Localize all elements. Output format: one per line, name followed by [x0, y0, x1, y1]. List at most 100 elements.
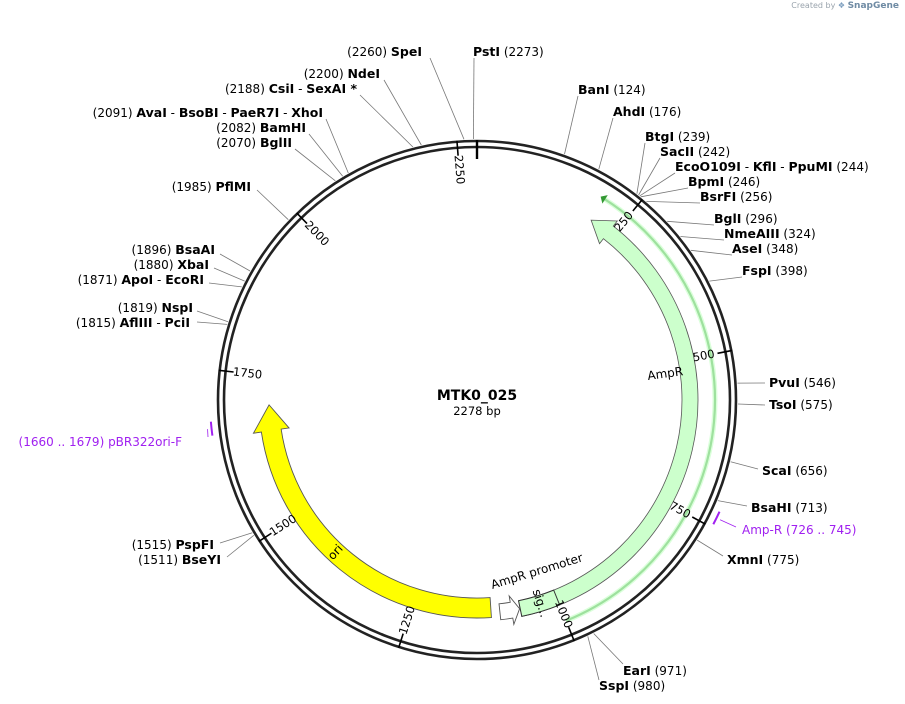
site-separator: -	[279, 106, 291, 120]
site-nmeaiii[interactable]: NmeAIII (324)	[724, 226, 816, 241]
site-avai-bsobi-paer7i-xhoi[interactable]: (2091) AvaI - BsoBI - PaeR7I - XhoI	[93, 105, 323, 120]
enzyme-name: AhdI	[613, 104, 645, 119]
site-xbai[interactable]: (1880) XbaI	[134, 257, 209, 272]
plasmid-length: 2278 bp	[453, 404, 501, 418]
tick-mark	[296, 212, 308, 225]
site-leader-line	[667, 220, 715, 226]
site-label[interactable]: (2200) NdeI	[304, 66, 380, 81]
site-ahdi[interactable]: AhdI (176)	[613, 104, 681, 119]
site-label[interactable]: (2082) BamHI	[216, 120, 306, 135]
site-label[interactable]: BsaHI (713)	[751, 500, 828, 515]
site-label[interactable]: (2188) CsiI - SexAI *	[225, 81, 357, 96]
site-label[interactable]: (1819) NspI	[118, 300, 193, 315]
site-position: (348)	[762, 242, 798, 256]
site-sspi[interactable]: SspI (980)	[599, 678, 665, 693]
site-bsrfi[interactable]: BsrFI (256)	[700, 189, 772, 204]
site-csii-sexai[interactable]: (2188) CsiI - SexAI *	[225, 81, 357, 96]
site-label[interactable]: (1985) PflMI	[172, 179, 251, 194]
site-ecoo109i-kfli-ppumi[interactable]: EcoO109I - KflI - PpuMI (244)	[675, 159, 869, 174]
site-label[interactable]: (2091) AvaI - BsoBI - PaeR7I - XhoI	[93, 105, 323, 120]
site-spei[interactable]: (2260) SpeI	[347, 44, 422, 59]
site-label[interactable]: (1871) ApoI - EcoRI	[78, 272, 204, 287]
enzyme-name: BsaAI	[175, 242, 215, 257]
site-position: (971)	[651, 664, 687, 678]
ampr-feature[interactable]	[518, 219, 699, 617]
site-bsaai[interactable]: (1896) BsaAI	[132, 242, 215, 257]
site-position: (1515)	[132, 538, 172, 552]
site-bani[interactable]: BanI (124)	[578, 82, 646, 97]
site-label[interactable]: PstI (2273)	[473, 44, 544, 59]
primer-label[interactable]: Amp-R (726 .. 745)	[742, 523, 856, 537]
site-asei[interactable]: AseI (348)	[732, 241, 798, 256]
site-position: (2273)	[500, 45, 544, 59]
site-label[interactable]: EcoO109I - KflI - PpuMI (244)	[675, 159, 869, 174]
ori-feature[interactable]	[252, 404, 492, 619]
site-label[interactable]: AseI (348)	[732, 241, 798, 256]
site-label[interactable]: BsrFI (256)	[700, 189, 772, 204]
site-label[interactable]: (1896) BsaAI	[132, 242, 215, 257]
site-eari[interactable]: EarI (971)	[623, 663, 687, 678]
tick-label: 750	[667, 498, 693, 521]
site-fspi[interactable]: FspI (398)	[742, 263, 808, 278]
site-label[interactable]: NmeAIII (324)	[724, 226, 816, 241]
ampr-promoter-feature[interactable]	[498, 594, 521, 627]
site-label[interactable]: (2070) BglII	[216, 135, 292, 150]
site-separator: -	[294, 82, 306, 96]
site-label[interactable]: (2260) SpeI	[347, 44, 422, 59]
site-pspfi[interactable]: (1515) PspFI	[132, 537, 214, 552]
credit-prefix: Created by	[791, 1, 836, 10]
primers-layer[interactable]: (1660 .. 1679) pBR322ori-F Amp-R (726 .. …	[19, 421, 857, 537]
site-label[interactable]: (1815) AflIII - PciI	[76, 315, 190, 330]
site-ndei[interactable]: (2200) NdeI	[304, 66, 380, 81]
site-label[interactable]: SacII (242)	[660, 144, 730, 159]
site-bgli[interactable]: BglI (296)	[714, 211, 778, 226]
orf-arrowhead	[600, 195, 608, 204]
site-label[interactable]: PvuI (546)	[769, 375, 836, 390]
enzyme-name: PvuI	[769, 375, 800, 390]
primer-amp-r[interactable]: Amp-R (726 .. 745)	[712, 511, 856, 537]
site-label[interactable]: BglI (296)	[714, 211, 778, 226]
site-label[interactable]: BpmI (246)	[688, 174, 760, 189]
enzyme-name: BglII	[260, 135, 292, 150]
site-label[interactable]: ScaI (656)	[762, 463, 828, 478]
site-label[interactable]: FspI (398)	[742, 263, 808, 278]
primer-pbr322ori-f[interactable]: (1660 .. 1679) pBR322ori-F	[19, 421, 214, 449]
site-pvui[interactable]: PvuI (546)	[769, 375, 836, 390]
enzyme-name: EcoRI	[165, 272, 204, 287]
site-bpmi[interactable]: BpmI (246)	[688, 174, 760, 189]
site-position: (124)	[610, 83, 646, 97]
site-bglii[interactable]: (2070) BglII	[216, 135, 292, 150]
site-label[interactable]: TsoI (575)	[769, 397, 833, 412]
site-sacii[interactable]: SacII (242)	[660, 144, 730, 159]
site-pflmi[interactable]: (1985) PflMI	[172, 179, 251, 194]
site-labels[interactable]: PstI (2273) BanI (124) AhdI (176) BtgI (239…	[76, 44, 869, 693]
site-position: (244)	[833, 160, 869, 174]
site-label[interactable]: (1515) PspFI	[132, 537, 214, 552]
site-label[interactable]: EarI (971)	[623, 663, 687, 678]
site-psti[interactable]: PstI (2273)	[473, 44, 544, 59]
site-label[interactable]: (1511) BseYI	[138, 552, 221, 567]
site-bseyi[interactable]: (1511) BseYI	[138, 552, 221, 567]
site-label[interactable]: XmnI (775)	[727, 552, 799, 567]
site-position: (242)	[694, 145, 730, 159]
site-afliii-pcii[interactable]: (1815) AflIII - PciI	[76, 315, 190, 330]
site-label[interactable]: (1880) XbaI	[134, 257, 209, 272]
site-separator: -	[776, 160, 788, 174]
site-label[interactable]: BanI (124)	[578, 82, 646, 97]
site-tsoi[interactable]: TsoI (575)	[769, 397, 833, 412]
site-scai[interactable]: ScaI (656)	[762, 463, 828, 478]
site-btgi[interactable]: BtgI (239)	[645, 129, 710, 144]
site-bamhi[interactable]: (2082) BamHI	[216, 120, 306, 135]
site-leader-line	[256, 189, 289, 220]
site-label[interactable]: SspI (980)	[599, 678, 665, 693]
primer-label[interactable]: (1660 .. 1679) pBR322ori-F	[19, 435, 183, 449]
site-nspi[interactable]: (1819) NspI	[118, 300, 193, 315]
site-label[interactable]: BtgI (239)	[645, 129, 710, 144]
site-leader-line	[593, 633, 624, 665]
site-leader-line	[294, 148, 336, 182]
site-label[interactable]: AhdI (176)	[613, 104, 681, 119]
site-xmni[interactable]: XmnI (775)	[727, 552, 799, 567]
sig-feature[interactable]	[517, 589, 561, 618]
site-bsahi[interactable]: BsaHI (713)	[751, 500, 828, 515]
site-apoi-ecori[interactable]: (1871) ApoI - EcoRI	[78, 272, 204, 287]
